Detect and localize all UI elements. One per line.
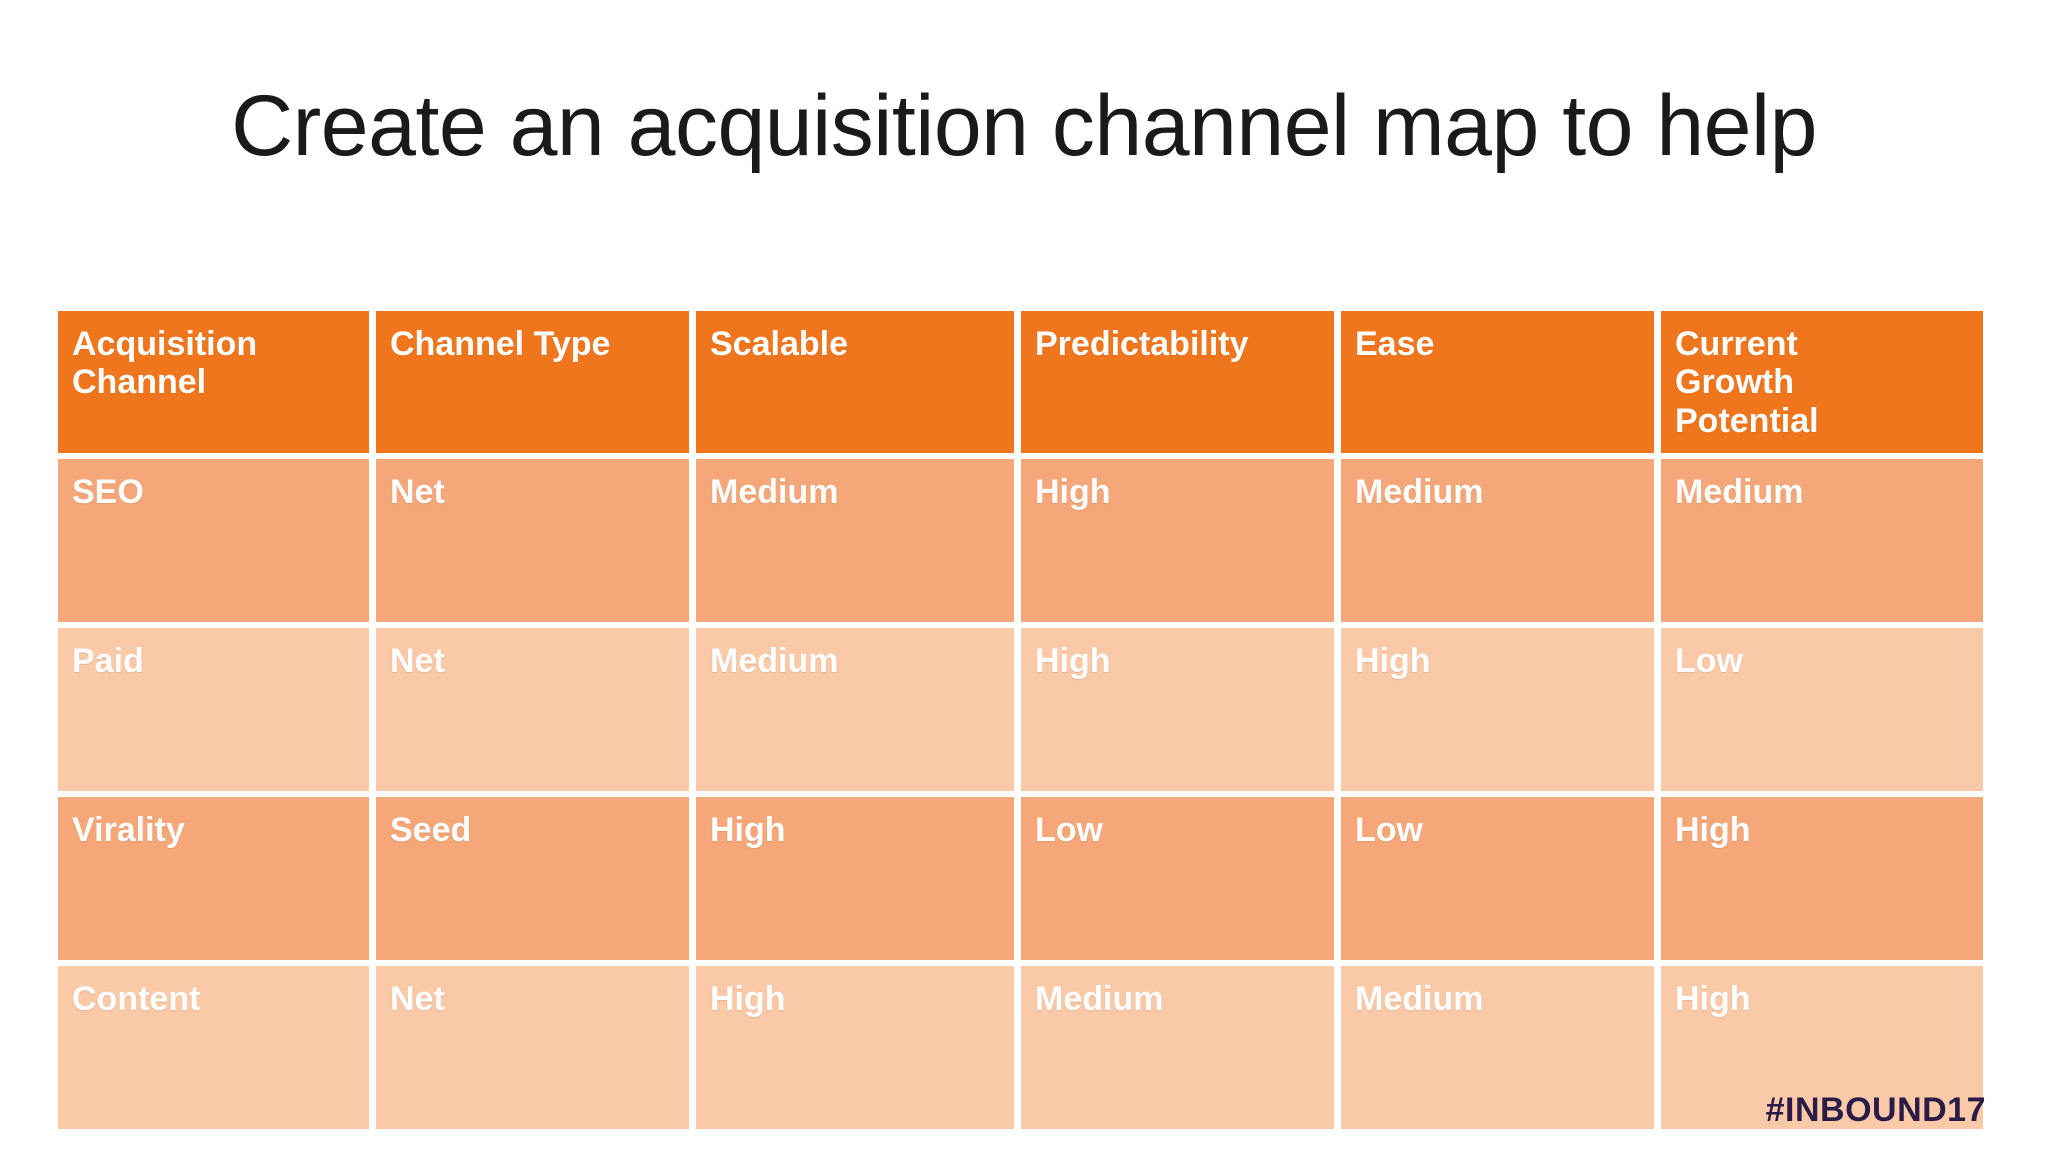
header-line-1: Ease	[1355, 325, 1435, 363]
cell-channel-type: Net	[376, 459, 696, 628]
cell-predictability: Low	[1021, 797, 1341, 966]
cell-text: SEO	[72, 473, 144, 511]
cell-ease: Medium	[1341, 966, 1661, 1135]
cell-text: Medium	[710, 642, 839, 680]
cell-current-growth-potential: Medium	[1661, 459, 1983, 628]
column-header-channel-type: Channel Type	[376, 311, 696, 459]
header-line-1: Acquisition	[72, 325, 258, 363]
cell-scalable: Medium	[696, 459, 1021, 628]
header-line-1: Current	[1675, 325, 1798, 363]
header-line-1: Predictability	[1035, 325, 1249, 363]
header-line-1: Scalable	[710, 325, 848, 363]
cell-text: Low	[1355, 811, 1423, 849]
cell-text: Paid	[72, 642, 144, 680]
header-line-1: Channel Type	[390, 325, 611, 363]
cell-text: High	[1675, 811, 1751, 849]
cell-current-growth-potential: High	[1661, 797, 1983, 966]
cell-text: Virality	[72, 811, 185, 849]
table-row: Paid Net Medium High High Low	[58, 628, 1983, 797]
cell-scalable: High	[696, 797, 1021, 966]
column-header-ease: Ease	[1341, 311, 1661, 459]
cell-ease: High	[1341, 628, 1661, 797]
table-row: Content Net High Medium Medium High	[58, 966, 1983, 1135]
header-line-3: Potential	[1675, 401, 1819, 440]
cell-channel: Virality	[58, 797, 376, 966]
cell-text: Net	[390, 473, 445, 511]
cell-text: Low	[1035, 811, 1103, 849]
cell-ease: Medium	[1341, 459, 1661, 628]
column-header-scalable: Scalable	[696, 311, 1021, 459]
header-line-2: Growth	[1675, 363, 1794, 402]
table-row: Virality Seed High Low Low High	[58, 797, 1983, 966]
cell-channel: Paid	[58, 628, 376, 797]
cell-text: Medium	[1355, 980, 1484, 1018]
table-row: SEO Net Medium High Medium Medium	[58, 459, 1983, 628]
cell-text: Net	[390, 642, 445, 680]
cell-current-growth-potential: High	[1661, 966, 1983, 1135]
cell-channel-type: Net	[376, 966, 696, 1135]
column-header-acquisition-channel: Acquisition Channel	[58, 311, 376, 459]
column-header-predictability: Predictability	[1021, 311, 1341, 459]
footer-hashtag: #INBOUND17	[1765, 1091, 1986, 1129]
page-title: Create an acquisition channel map to hel…	[231, 77, 1817, 174]
cell-text: Medium	[710, 473, 839, 511]
cell-text: Content	[72, 980, 201, 1018]
cell-ease: Low	[1341, 797, 1661, 966]
cell-channel-type: Net	[376, 628, 696, 797]
cell-scalable: High	[696, 966, 1021, 1135]
cell-predictability: High	[1021, 459, 1341, 628]
cell-text: Medium	[1035, 980, 1164, 1018]
cell-scalable: Medium	[696, 628, 1021, 797]
cell-text: High	[1035, 642, 1111, 680]
cell-predictability: Medium	[1021, 966, 1341, 1135]
cell-channel: SEO	[58, 459, 376, 628]
cell-current-growth-potential: Low	[1661, 628, 1983, 797]
column-header-current-growth-potential: Current Growth Potential	[1661, 311, 1983, 459]
cell-text: Seed	[390, 811, 472, 849]
cell-text: High	[1355, 642, 1431, 680]
acquisition-channel-table: Acquisition Channel Channel Type Scalabl…	[58, 311, 1983, 1135]
cell-text: Medium	[1355, 473, 1484, 511]
cell-text: High	[1035, 473, 1111, 511]
table-header-row: Acquisition Channel Channel Type Scalabl…	[58, 311, 1983, 459]
cell-channel-type: Seed	[376, 797, 696, 966]
cell-predictability: High	[1021, 628, 1341, 797]
cell-channel: Content	[58, 966, 376, 1135]
header-line-2: Channel	[72, 363, 207, 402]
cell-text: Medium	[1675, 473, 1804, 511]
cell-text: Net	[390, 980, 445, 1018]
cell-text: High	[710, 811, 786, 849]
cell-text: High	[710, 980, 786, 1018]
cell-text: High	[1675, 980, 1751, 1018]
cell-text: Low	[1675, 642, 1743, 680]
